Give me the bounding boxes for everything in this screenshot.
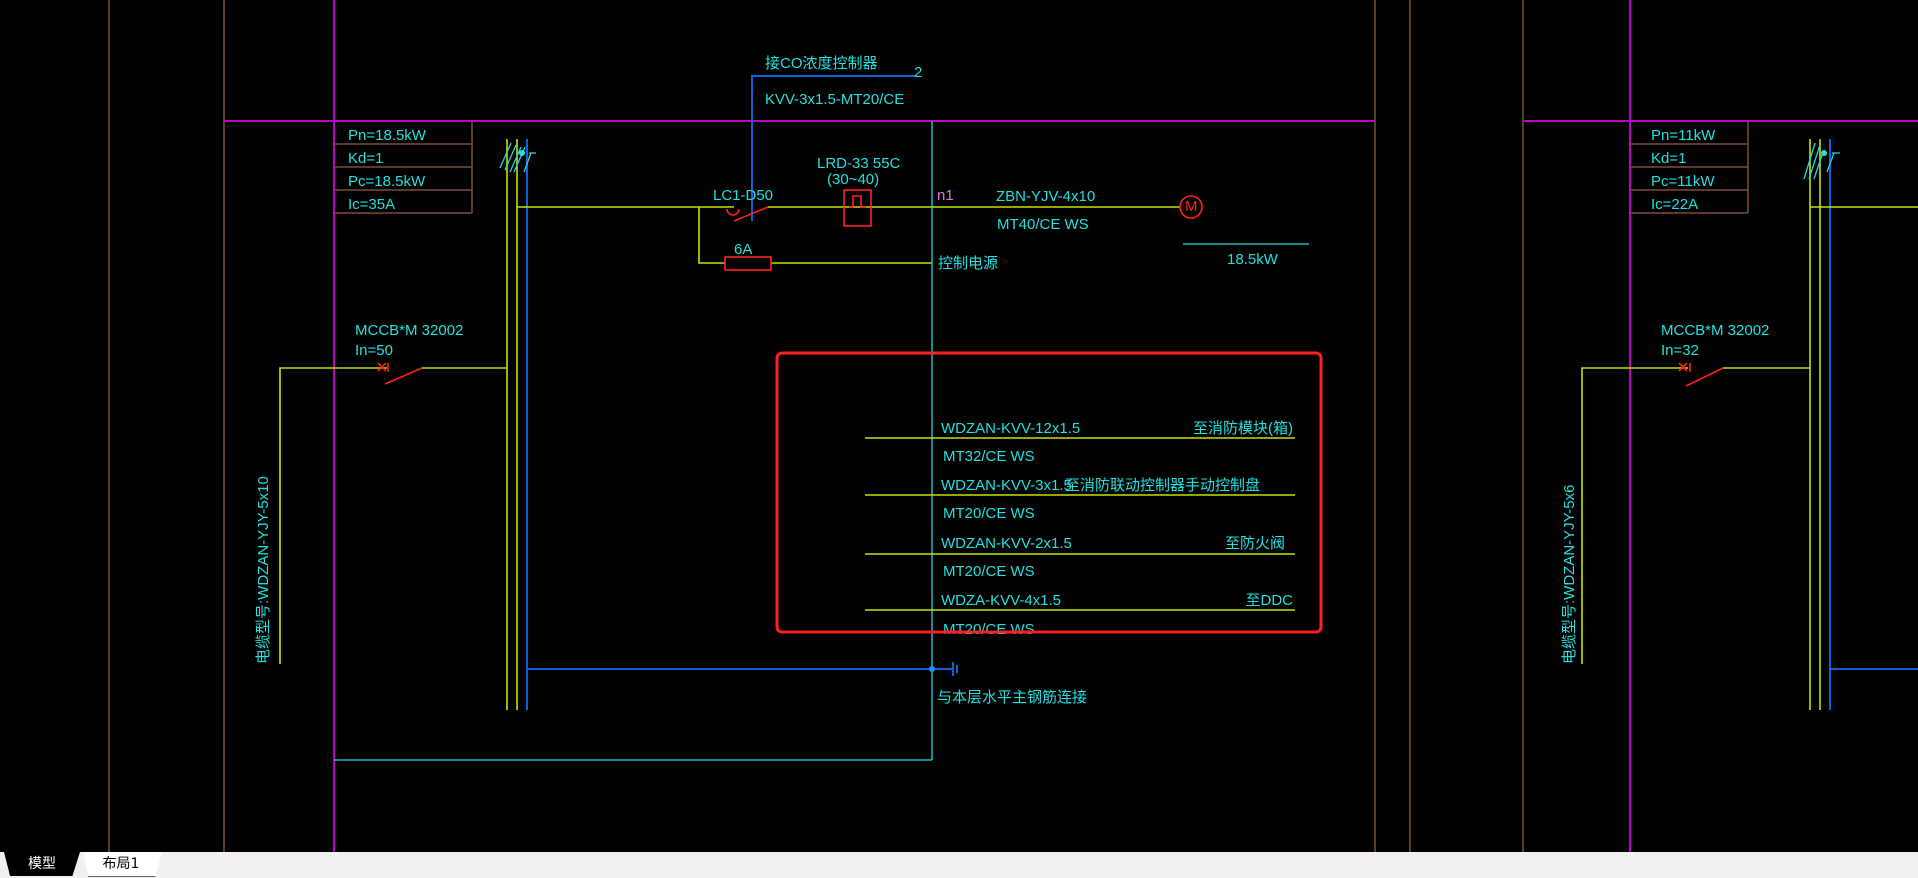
right-load-table: Pn=11kW Kd=1 Pc=11kW Ic=22A [1630, 121, 1749, 214]
right-table-pn: Pn=11kW [1651, 127, 1716, 144]
motor-cable-line2: MT40/CE WS [997, 216, 1089, 233]
left-load-table: Pn=18.5kW Kd=1 Pc=18.5kW Ic=35A [334, 121, 473, 214]
left-breaker-rating: In=50 [355, 342, 393, 359]
co-terminal: 2 [914, 64, 922, 81]
control-dest-1: 至消防模块(箱) [1193, 420, 1293, 437]
control-cable-list: WDZAN-KVV-12x1.5 MT32/CE WS 至消防模块(箱) WDZ… [865, 420, 1295, 638]
right-breaker-rating: In=32 [1661, 342, 1699, 359]
right-breaker-model: MCCB*M 32002 [1661, 322, 1769, 339]
left-busbars [499, 139, 536, 710]
right-cable-label: 电缆型号:WDZAN-YJY-5x6 [1561, 485, 1578, 664]
left-feeder: MCCB*M 32002 In=50 电缆型号:WDZAN-YJY-5x10 [255, 322, 507, 664]
table-kd: Kd=1 [348, 150, 383, 167]
layout-tab-bar: 模型 布局1 [0, 852, 1918, 878]
relay-model: LRD-33 55C [817, 155, 901, 172]
motor-symbol: M [1185, 198, 1198, 215]
motor-cable-line1: ZBN-YJV-4x10 [996, 188, 1095, 205]
cad-drawing-canvas[interactable]: Pn=18.5kW Kd=1 Pc=18.5kW Ic=35A MCCB*M 3… [0, 0, 1918, 852]
fuse-rating: 6A [734, 241, 752, 258]
table-pc: Pc=18.5kW [348, 173, 426, 190]
control-conduit-4: MT20/CE WS [943, 621, 1035, 638]
control-cable-3: WDZAN-KVV-2x1.5 [941, 535, 1072, 552]
co-cable: KVV-3x1.5-MT20/CE [765, 91, 904, 108]
control-dest-2: 至消防联动控制器手动控制盘 [1065, 476, 1260, 494]
control-cable-4: WDZA-KVV-4x1.5 [941, 592, 1061, 609]
control-conduit-3: MT20/CE WS [943, 563, 1035, 580]
control-cable-2: WDZAN-KVV-3x1.5 [941, 477, 1072, 494]
highlight-box [775, 351, 1323, 634]
right-table-ic: Ic=22A [1651, 196, 1698, 213]
motor-circuit: M LC1-D50 LRD-33 55C (30~40) n1 ZBN-YJV-… [334, 121, 1309, 761]
control-dest-3: 至防火阀 [1225, 535, 1285, 552]
co-controller-line: 接CO浓度控制器 2 KVV-3x1.5-MT20/CE [751, 55, 922, 221]
control-conduit-1: MT32/CE WS [943, 448, 1035, 465]
right-busbars [1803, 139, 1918, 710]
ground-connection: 与本层水平主钢筋连接 [527, 662, 1087, 706]
table-ic: Ic=35A [348, 196, 395, 213]
left-breaker-model: MCCB*M 32002 [355, 322, 463, 339]
node-label: n1 [937, 187, 954, 204]
right-table-kd: Kd=1 [1651, 150, 1686, 167]
control-cable-1: WDZAN-KVV-12x1.5 [941, 420, 1080, 437]
co-controller-title: 接CO浓度控制器 [765, 55, 878, 72]
tab-model[interactable]: 模型 [4, 852, 80, 876]
control-conduit-2: MT20/CE WS [943, 505, 1035, 522]
right-table-pc: Pc=11kW [1651, 173, 1715, 190]
table-pn: Pn=18.5kW [348, 127, 427, 144]
ground-note: 与本层水平主钢筋连接 [937, 689, 1087, 706]
motor-power: 18.5kW [1227, 251, 1279, 268]
contactor-label: LC1-D50 [713, 187, 773, 204]
control-power-label: 控制电源 [938, 255, 998, 272]
right-feeder: MCCB*M 32002 In=32 电缆型号:WDZAN-YJY-5x6 [1561, 322, 1810, 664]
control-dest-4: 至DDC [1246, 592, 1294, 609]
frame-lines [108, 0, 1918, 852]
relay-range: (30~40) [827, 171, 879, 188]
left-cable-label: 电缆型号:WDZAN-YJY-5x10 [255, 476, 272, 664]
tab-layout1[interactable]: 布局1 [83, 852, 162, 877]
